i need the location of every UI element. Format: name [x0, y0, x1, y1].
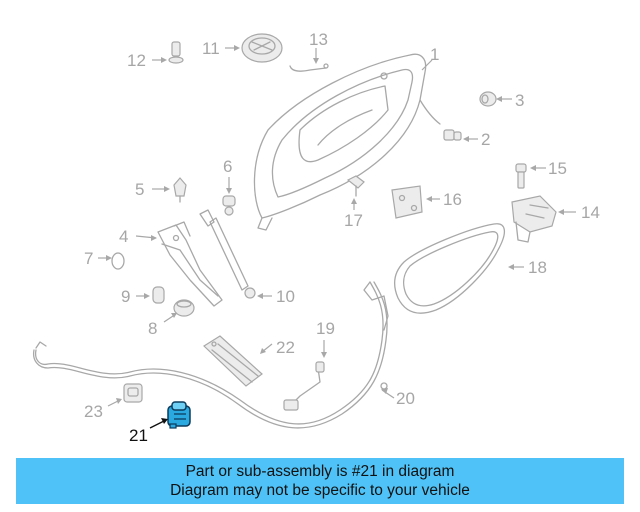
- callout-4[interactable]: 4: [119, 227, 128, 246]
- part-13-rod: [289, 63, 329, 72]
- part-1-trunk-lid: [253, 53, 441, 231]
- part-4-hinge: [157, 221, 223, 307]
- callout-1[interactable]: 1: [430, 45, 439, 64]
- callout-12[interactable]: 12: [127, 51, 146, 70]
- part-21-highlighted[interactable]: [167, 401, 191, 429]
- arrow-13: [313, 58, 319, 64]
- leader-1: [421, 59, 433, 71]
- part-10-lift-support: [199, 209, 256, 299]
- part-19-connector: [283, 361, 325, 411]
- part-15-screw: [515, 163, 527, 189]
- part-7-plug: [111, 252, 125, 270]
- callout-18[interactable]: 18: [528, 258, 547, 277]
- arrow-19: [321, 352, 327, 358]
- arrow-22: [260, 348, 266, 354]
- part-12-bolt: [168, 41, 184, 64]
- arrow-14: [558, 209, 564, 215]
- callout-3[interactable]: 3: [515, 91, 524, 110]
- part-20-release-cable: [32, 281, 389, 429]
- arrow-11: [234, 45, 240, 51]
- banner-line-2: Diagram may not be specific to your vehi…: [170, 482, 470, 499]
- callout-11[interactable]: 11: [202, 39, 220, 58]
- part-18-window: [393, 223, 505, 314]
- callout-19[interactable]: 19: [316, 319, 335, 338]
- arrow-9: [144, 293, 150, 299]
- part-9-buffer: [152, 286, 165, 304]
- callout-2[interactable]: 2: [481, 130, 490, 149]
- part-8-bumper: [173, 299, 195, 317]
- part-3-grommet: [479, 91, 497, 107]
- callout-22[interactable]: 22: [276, 338, 295, 357]
- callout-15[interactable]: 15: [548, 159, 567, 178]
- callout-21[interactable]: 21: [129, 426, 148, 445]
- callout-7[interactable]: 7: [84, 249, 93, 268]
- part-6-ball-stud: [222, 195, 236, 216]
- arrow-18: [508, 264, 514, 270]
- arrow-5: [164, 186, 170, 192]
- arrow-8: [171, 313, 177, 318]
- callout-16[interactable]: 16: [443, 190, 462, 209]
- arrow-6: [226, 188, 232, 194]
- part-14-latch: [511, 195, 557, 243]
- arrow-15: [530, 165, 536, 171]
- callout-23[interactable]: 23: [84, 402, 103, 421]
- callout-10[interactable]: 10: [276, 287, 295, 306]
- arrow-12: [161, 57, 167, 63]
- arrow-17: [351, 198, 357, 204]
- banner-line-1: Part or sub-assembly is #21 in diagram: [185, 463, 455, 480]
- callout-8[interactable]: 8: [148, 319, 157, 338]
- part-17-stud: [346, 175, 365, 197]
- arrow-3: [496, 96, 502, 102]
- part-22-actuator: [203, 335, 263, 387]
- part-2-bump-stop: [443, 129, 462, 141]
- callout-14[interactable]: 14: [581, 203, 600, 222]
- arrow-20: [381, 388, 388, 394]
- arrow-2: [463, 136, 469, 142]
- part-5-clip: [173, 177, 187, 203]
- arrow-7: [106, 255, 112, 261]
- callout-6[interactable]: 6: [223, 157, 232, 176]
- part-23-block: [123, 383, 143, 403]
- callout-13[interactable]: 13: [309, 30, 328, 49]
- arrow-10: [257, 293, 263, 299]
- callout-17[interactable]: 17: [344, 211, 363, 230]
- callout-5[interactable]: 5: [135, 180, 144, 199]
- callout-9[interactable]: 9: [121, 287, 130, 306]
- arrow-16: [426, 196, 432, 202]
- arrow-4: [151, 235, 157, 241]
- arrow-23: [116, 398, 122, 404]
- part-16-striker: [391, 185, 423, 219]
- part-11-speaker: [241, 33, 283, 63]
- callout-20[interactable]: 20: [396, 389, 415, 408]
- info-banner: Part or sub-assembly is #21 in diagram D…: [16, 458, 624, 504]
- arrow-21: [161, 418, 168, 424]
